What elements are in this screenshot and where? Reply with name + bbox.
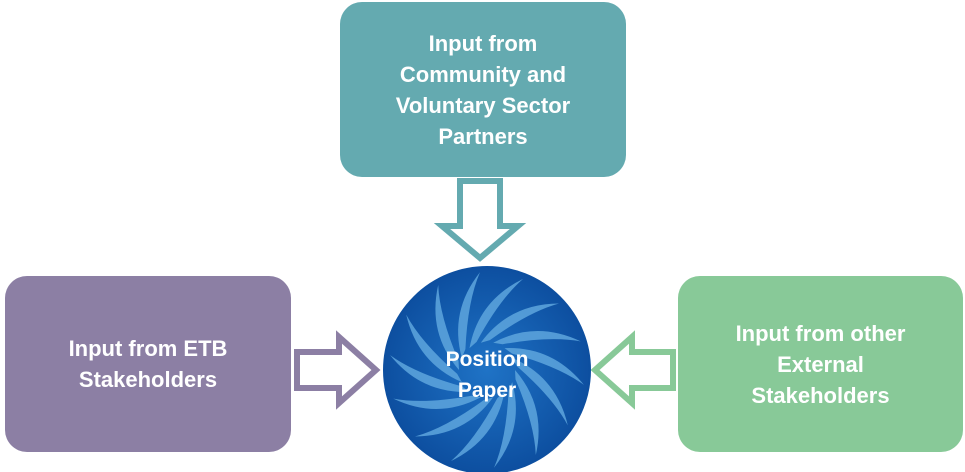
swirl-blade [504,348,584,385]
arrow-right-icon [294,330,381,410]
etb-stakeholders-input-label: Input from ETB Stakeholders [68,336,228,392]
swirl-blade [480,303,559,343]
community-voluntary-input-box: Input from Community and Voluntary Secto… [340,2,626,177]
external-stakeholders-input-label: Input from other External Stakeholders [735,320,906,408]
community-voluntary-input-label: Input from Community and Voluntary Secto… [395,30,571,149]
swirl-circle-icon [383,266,591,472]
swirl-blade [415,397,494,437]
arrow-down-icon [433,178,527,262]
swirl-blade [406,314,462,383]
external-stakeholders-input-box: Input from other External Stakeholders [678,276,963,452]
position-paper-label: Position Paper [445,348,529,402]
swirl-blade [494,382,516,468]
etb-stakeholders-input-box: Input from ETB Stakeholders [5,276,291,452]
arrow-left-icon [590,330,676,410]
swirl-blade [390,355,470,392]
swirl-blade [450,391,505,462]
swirl-blade [512,357,568,426]
swirl-blade [469,278,524,349]
swirl-blade [458,272,480,358]
swirl-blade [435,285,459,370]
swirl-blade [515,370,539,455]
swirl-blade [393,395,481,409]
swirl-blade [493,331,581,345]
